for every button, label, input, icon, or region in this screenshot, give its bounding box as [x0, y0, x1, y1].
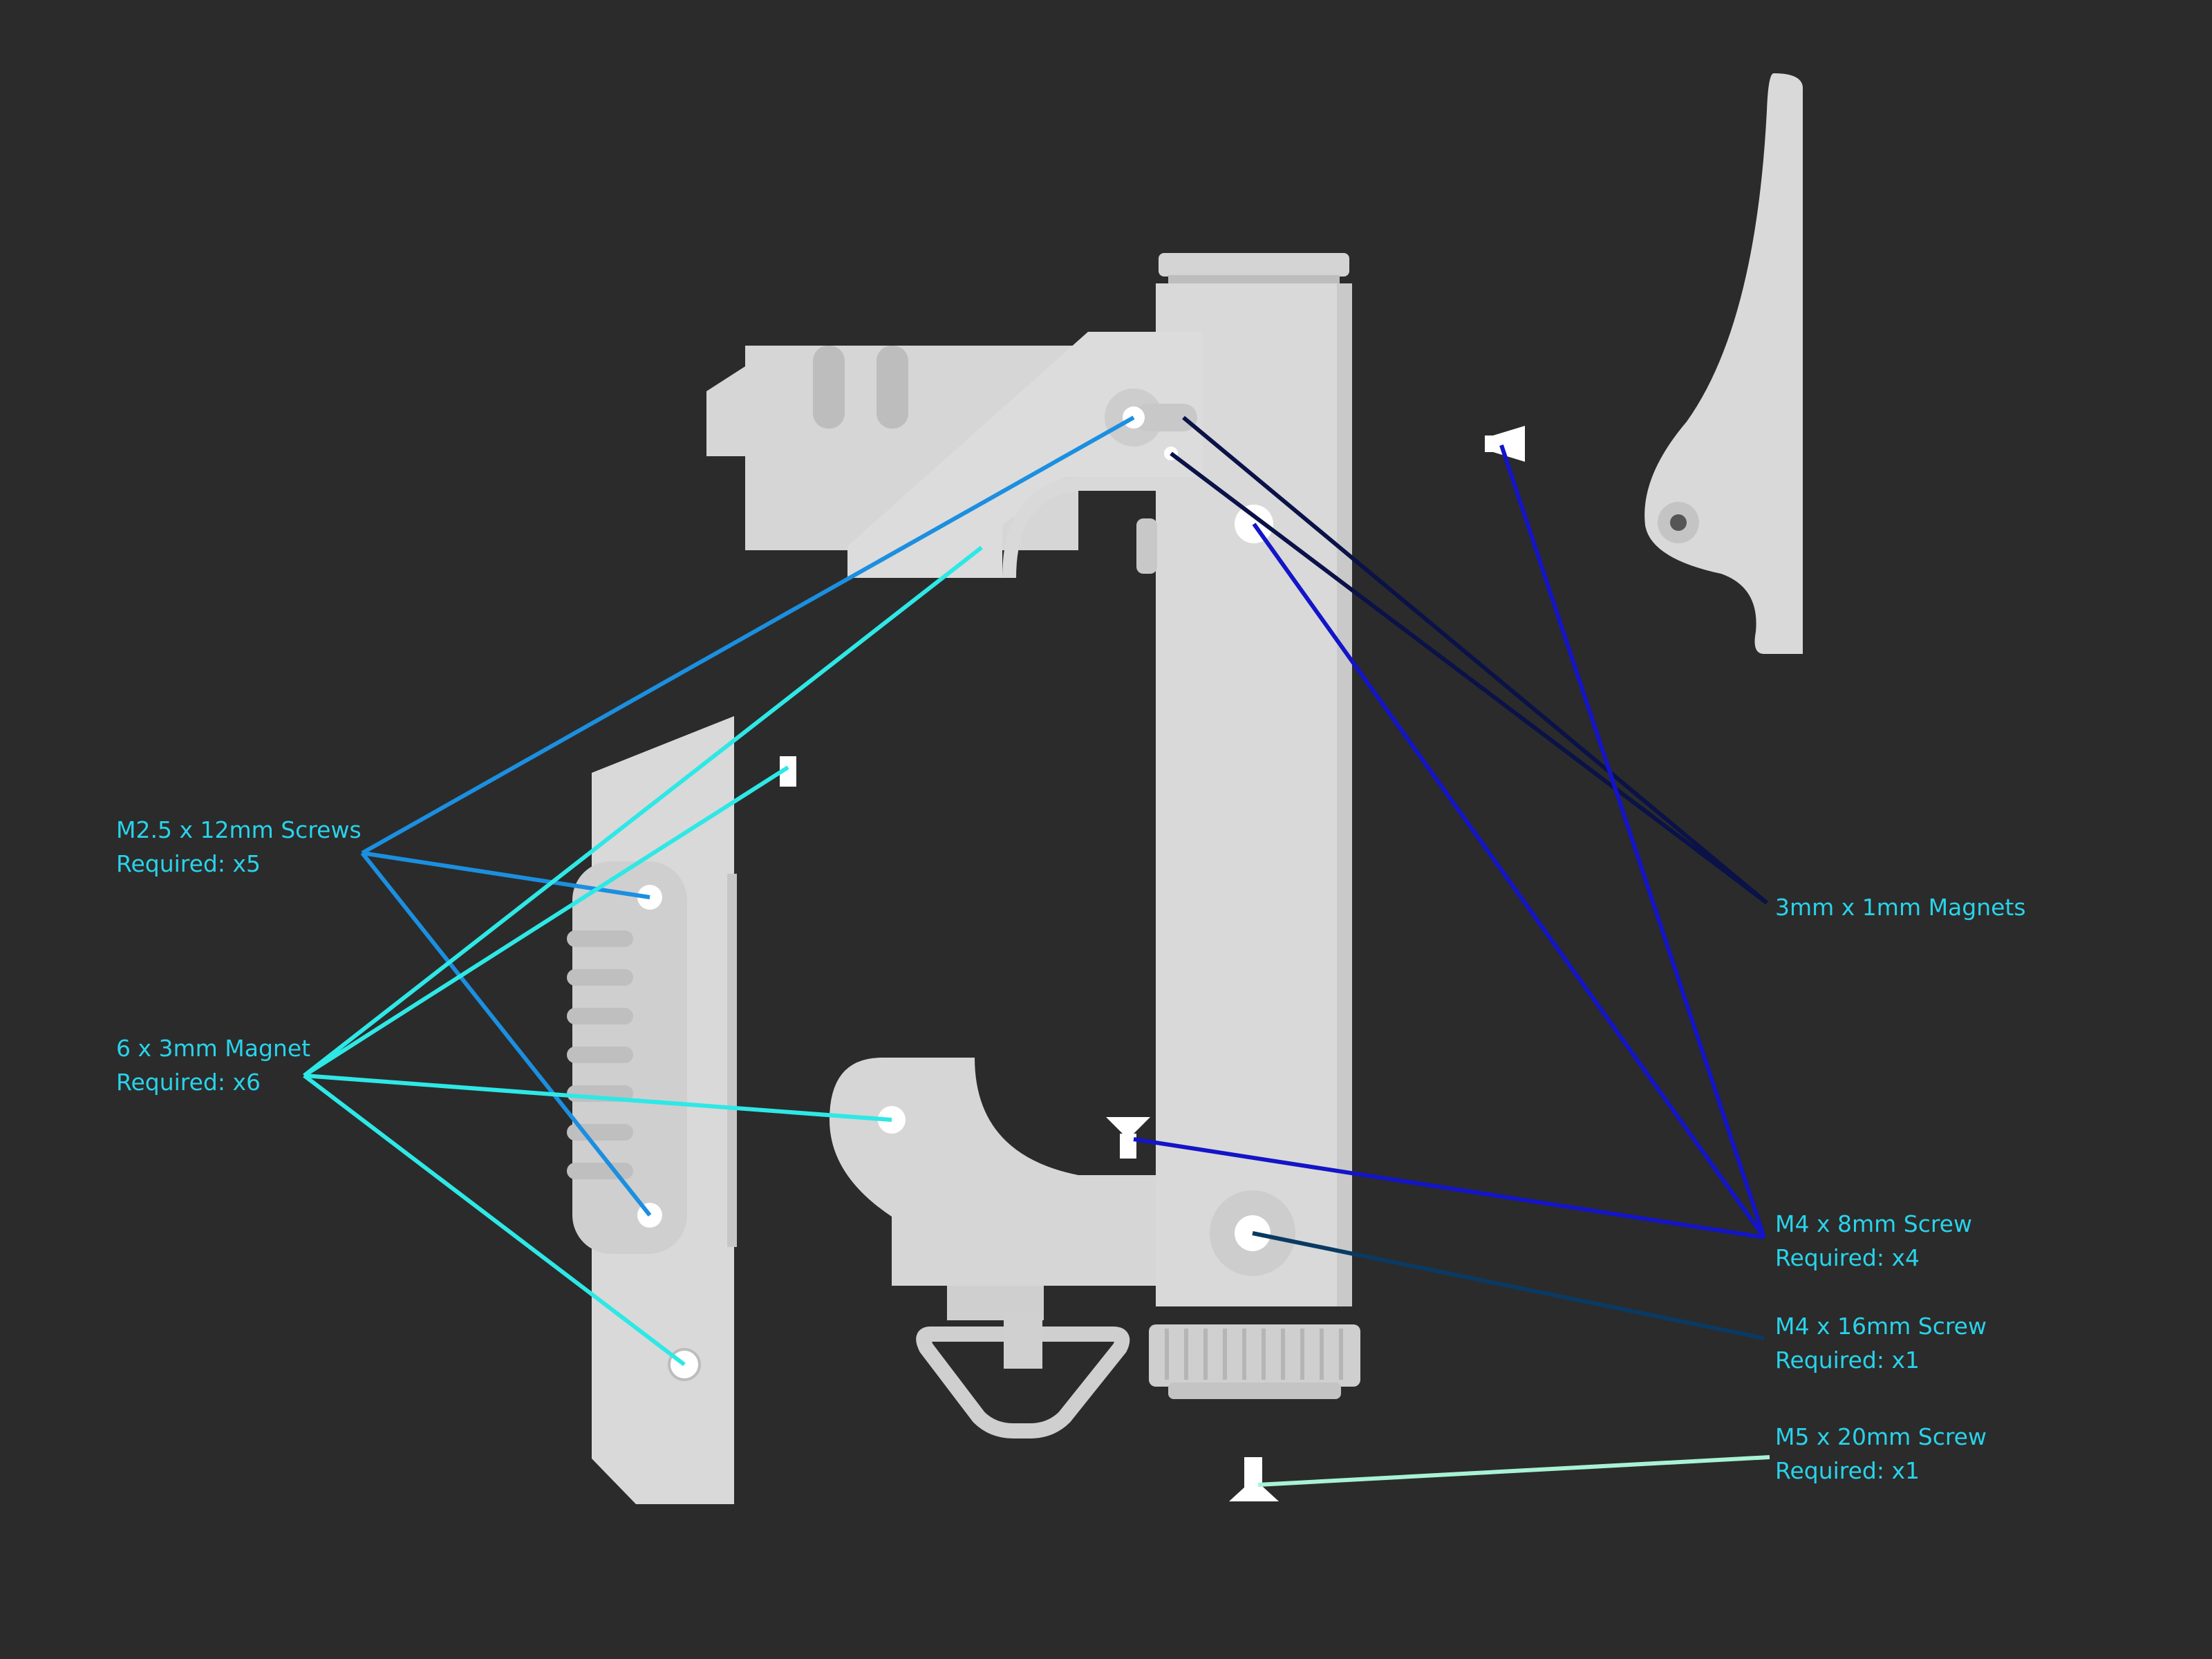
- label-m4-16mm: M4 x 16mm Screw Required: x1: [1775, 1309, 1987, 1377]
- leader-lines-3x1-magnets: [1170, 415, 1768, 905]
- label-m4-8mm-qty: Required: x4: [1775, 1244, 1920, 1271]
- side-plate-part: [567, 716, 737, 1504]
- trigger-lever-part: [1644, 73, 1803, 654]
- label-3x1-magnets-name: 3mm x 1mm Magnets: [1775, 894, 2026, 921]
- label-6x3-magnet-qty: Required: x6: [116, 1069, 261, 1096]
- label-6x3-magnet-name: 6 x 3mm Magnet: [116, 1035, 311, 1062]
- leader-lines-m4-8mm: [1133, 444, 1766, 1239]
- label-6x3-magnet: 6 x 3mm Magnet Required: x6: [116, 1031, 310, 1099]
- label-m4-8mm-name: M4 x 8mm Screw: [1775, 1210, 1972, 1237]
- screw-m5-countersunk: [1229, 1457, 1279, 1501]
- label-m25-screws-qty: Required: x5: [116, 850, 261, 877]
- label-3x1-magnets: 3mm x 1mm Magnets: [1775, 890, 2026, 924]
- label-m5-20mm: M5 x 20mm Screw Required: x1: [1775, 1420, 1987, 1488]
- screw-m4-side-view: [1485, 426, 1525, 462]
- label-m4-16mm-qty: Required: x1: [1775, 1347, 1920, 1374]
- label-m25-screws-name: M2.5 x 12mm Screws: [116, 816, 362, 843]
- leader-lines-m5-20mm: [1257, 1455, 1770, 1487]
- leader-lines-m25-screws: [360, 415, 1135, 1217]
- label-m4-16mm-name: M4 x 16mm Screw: [1775, 1313, 1987, 1340]
- label-m4-8mm: M4 x 8mm Screw Required: x4: [1775, 1207, 1972, 1275]
- screw-m4-countersunk: [1106, 1117, 1150, 1159]
- leader-lines-6x3-magnet: [303, 545, 983, 1367]
- label-m5-20mm-qty: Required: x1: [1775, 1457, 1920, 1484]
- label-m5-20mm-name: M5 x 20mm Screw: [1775, 1423, 1987, 1450]
- label-m25-screws: M2.5 x 12mm Screws Required: x5: [116, 813, 362, 881]
- leader-lines-m4-16mm: [1252, 1231, 1765, 1340]
